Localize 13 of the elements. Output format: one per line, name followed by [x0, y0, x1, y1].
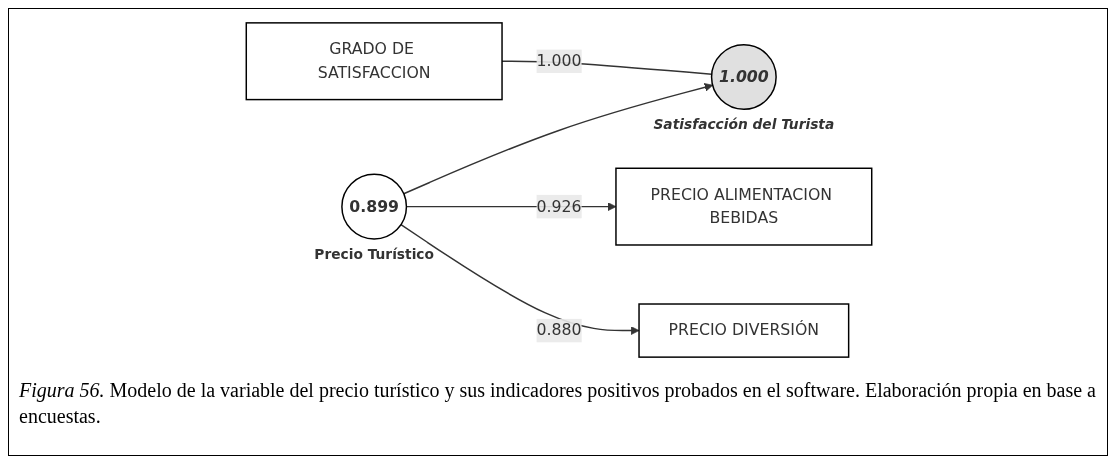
- arrow: [400, 223, 640, 335]
- node-circle: 1.000: [710, 43, 777, 110]
- construct-name: Satisfacción del Turista: [653, 115, 835, 132]
- construct-name: Precio Turístico: [314, 245, 434, 262]
- node-circle: 0.899: [341, 173, 408, 240]
- edge-label: 0.926: [536, 196, 582, 216]
- figure-caption: Figura 56. Modelo de la variable del precio turístico y sus indicadores positivos probados en el software. Elaboración propia en base a encuestas.: [19, 378, 1097, 429]
- node-box: PRECIO DIVERSIÓN: [638, 303, 850, 358]
- edge-label: 1.000: [536, 51, 582, 71]
- node-box: PRECIO ALIMENTACION BEBIDAS: [615, 167, 873, 246]
- arrow: [403, 83, 714, 195]
- node-box: GRADO DE SATISFACCION: [245, 22, 503, 101]
- edge-label: 0.880: [536, 320, 582, 340]
